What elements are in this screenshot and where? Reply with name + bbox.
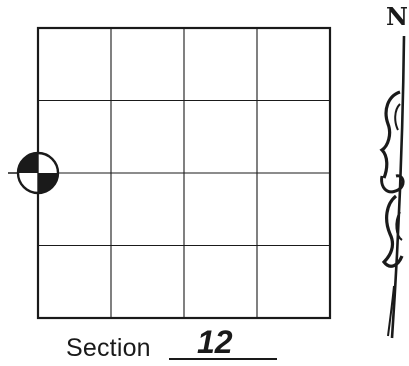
section-grid bbox=[38, 28, 330, 318]
marker-shaded-quadrant-se bbox=[38, 173, 58, 193]
north-arrow-letter: N bbox=[386, 2, 408, 31]
section-label: Section bbox=[66, 334, 151, 362]
marker-shaded-quadrant-nw bbox=[18, 153, 38, 173]
north-arrow-upper-scroll-inner bbox=[395, 104, 400, 130]
quartered-circle-marker-icon bbox=[8, 153, 58, 193]
grid-lines bbox=[38, 28, 330, 318]
north-arrow-icon: N bbox=[382, 2, 408, 338]
section-number: 12 bbox=[197, 326, 233, 358]
north-arrow-upper-scroll bbox=[382, 92, 400, 178]
section-caption: Section 12 bbox=[66, 328, 306, 364]
